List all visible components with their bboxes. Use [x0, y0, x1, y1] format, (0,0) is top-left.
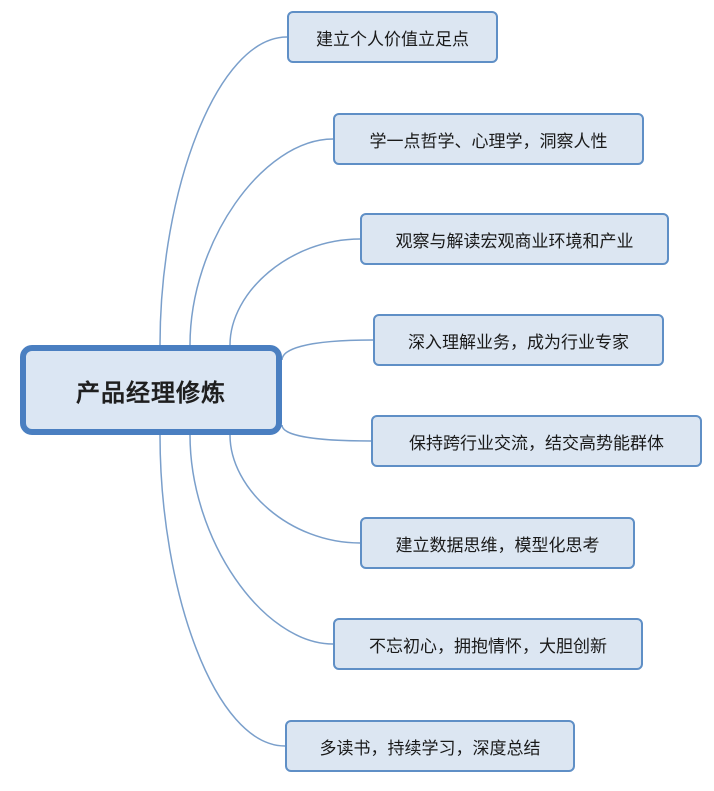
connector-line	[189, 138, 334, 346]
branch-node-label: 保持跨行业交流，结交高势能群体	[409, 433, 664, 454]
connector-line	[229, 238, 361, 346]
branch-node: 观察与解读宏观商业环境和产业	[360, 213, 669, 265]
branch-node: 保持跨行业交流，结交高势能群体	[371, 415, 702, 467]
branch-node-label: 学一点哲学、心理学，洞察人性	[369, 131, 608, 152]
branch-node: 建立个人价值立足点	[287, 11, 498, 63]
branch-node-label: 深入理解业务，成为行业专家	[408, 332, 629, 353]
branch-node: 不忘初心，拥抱情怀，大胆创新	[333, 618, 643, 670]
connector-line	[229, 434, 361, 544]
branch-node: 学一点哲学、心理学，洞察人性	[333, 113, 644, 165]
connector-line	[159, 36, 288, 346]
branch-node: 建立数据思维，模型化思考	[360, 517, 635, 569]
branch-node-label: 建立数据思维，模型化思考	[395, 535, 600, 556]
root-node-label: 产品经理修炼	[76, 378, 226, 407]
branch-node-label: 观察与解读宏观商业环境和产业	[395, 231, 634, 252]
branch-node: 多读书，持续学习，深度总结	[285, 720, 575, 772]
branch-node-label: 建立个人价值立足点	[316, 29, 469, 50]
connector-line	[281, 339, 374, 361]
branch-node-label: 多读书，持续学习，深度总结	[319, 738, 541, 759]
branch-node-label: 不忘初心，拥抱情怀，大胆创新	[369, 636, 607, 657]
connector-line	[281, 424, 372, 442]
root-node: 产品经理修炼	[20, 345, 282, 435]
branch-node: 深入理解业务，成为行业专家	[373, 314, 664, 366]
connector-line	[189, 434, 334, 645]
connector-line	[159, 434, 286, 747]
